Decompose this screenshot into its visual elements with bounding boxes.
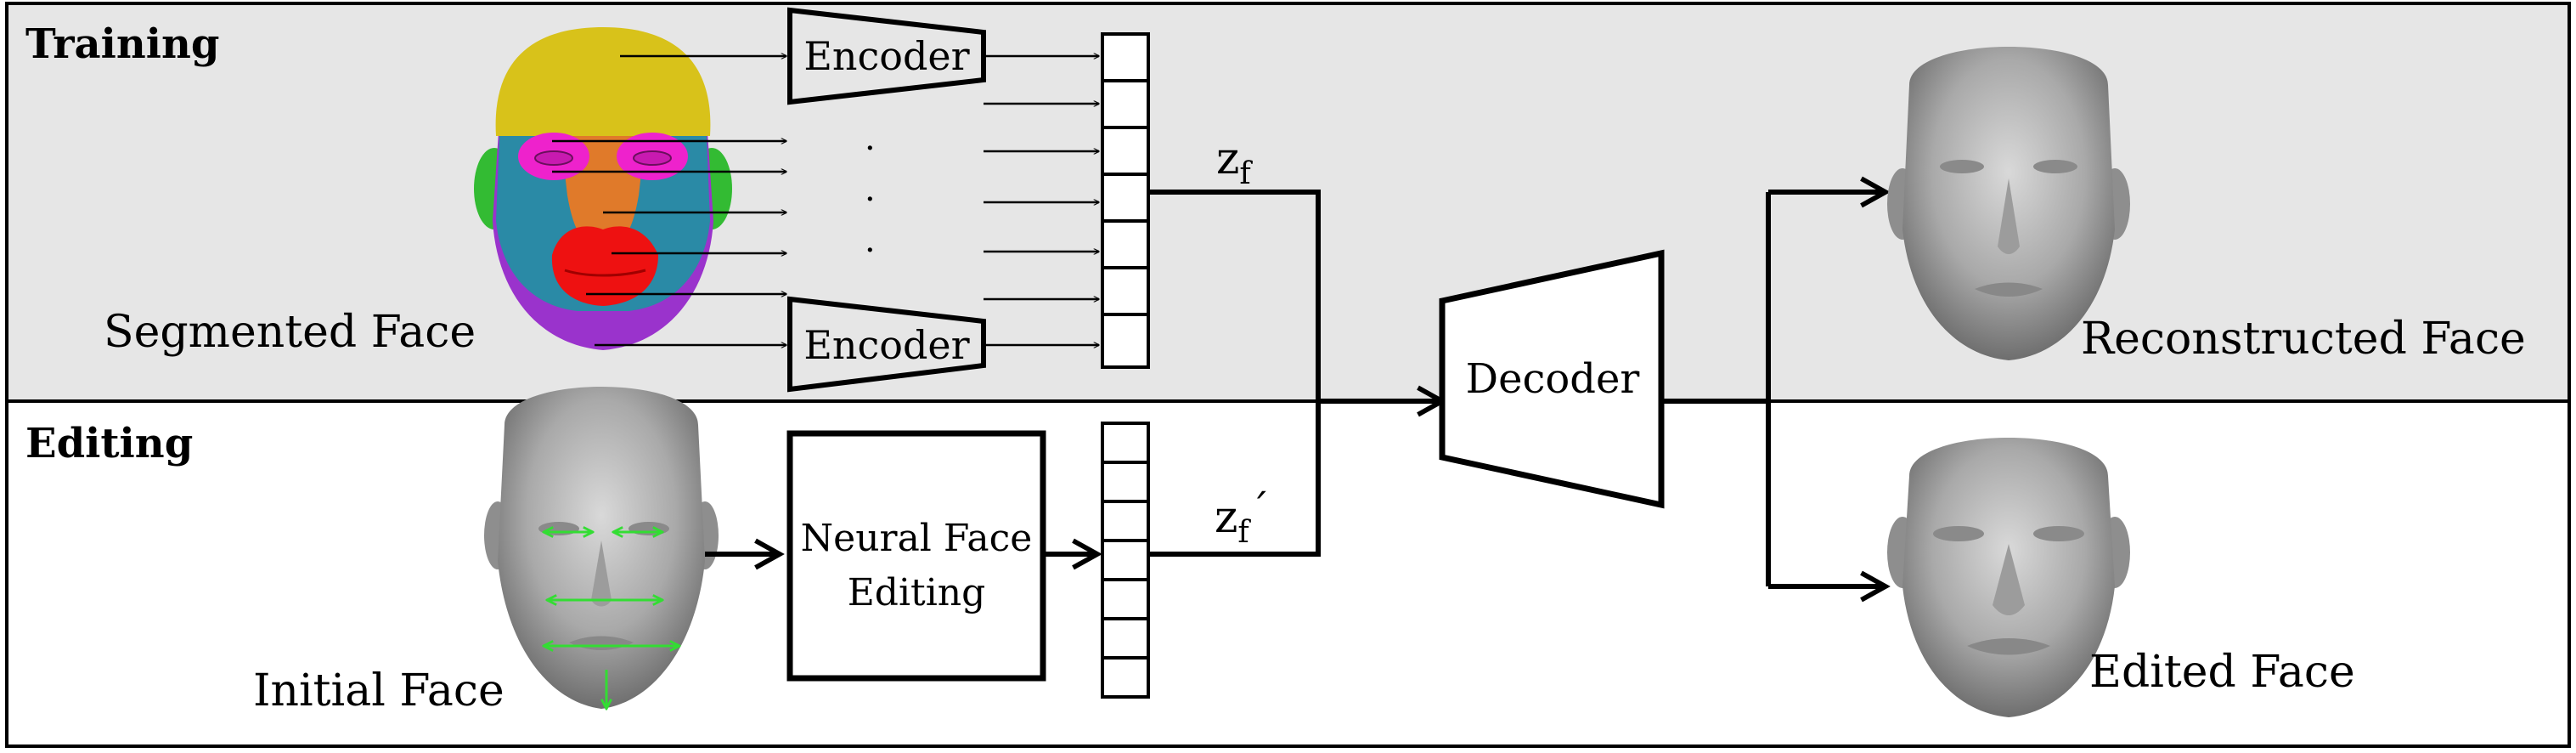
decoder-label: Decoder — [1466, 355, 1640, 403]
zf-label: zf — [1216, 133, 1253, 191]
encoder-top: Encoder — [787, 7, 986, 105]
edited-face-icon — [1887, 438, 2130, 717]
latent-to-decoder-lines — [1148, 190, 1447, 557]
reconstructed-face-label: Reconstructed Face — [2081, 314, 2526, 365]
encoder-top-label: Encoder — [803, 33, 969, 79]
ellipsis-dot-2: · — [865, 180, 876, 219]
decoder-block: Decoder — [1439, 249, 1665, 509]
neural-editing-line1: Neural Face — [801, 517, 1033, 560]
zf-prime-label: zf´ — [1215, 486, 1270, 550]
ellipsis-dot-1: · — [865, 129, 876, 168]
decoder-output-lines — [1661, 176, 1891, 603]
latent-vector-zf — [1101, 32, 1150, 369]
training-section — [5, 2, 2571, 403]
neural-editing-line2: Editing — [848, 571, 986, 614]
encoder-bottom-label: Encoder — [803, 322, 969, 368]
encoder-to-latent-arrows — [984, 56, 1099, 345]
encoder-bottom: Encoder — [787, 296, 986, 393]
initial-face-label: Initial Face — [253, 665, 504, 716]
training-label: Training — [25, 20, 219, 68]
edit-handles — [544, 532, 679, 709]
segmented-face-icon — [474, 27, 732, 350]
reconstructed-face-icon — [1887, 47, 2130, 360]
neural-face-editing-block: Neural Face Editing — [786, 430, 1046, 682]
ellipsis-dot-3: · — [865, 231, 876, 270]
segment-arrows — [552, 56, 786, 345]
edited-face-label: Edited Face — [2089, 647, 2355, 698]
editing-section — [5, 399, 2571, 748]
latent-vector-zf-prime — [1101, 422, 1150, 699]
editing-label: Editing — [25, 420, 193, 467]
encoder-ellipsis: · · · — [865, 129, 876, 270]
segmented-face-label: Segmented Face — [104, 307, 476, 358]
